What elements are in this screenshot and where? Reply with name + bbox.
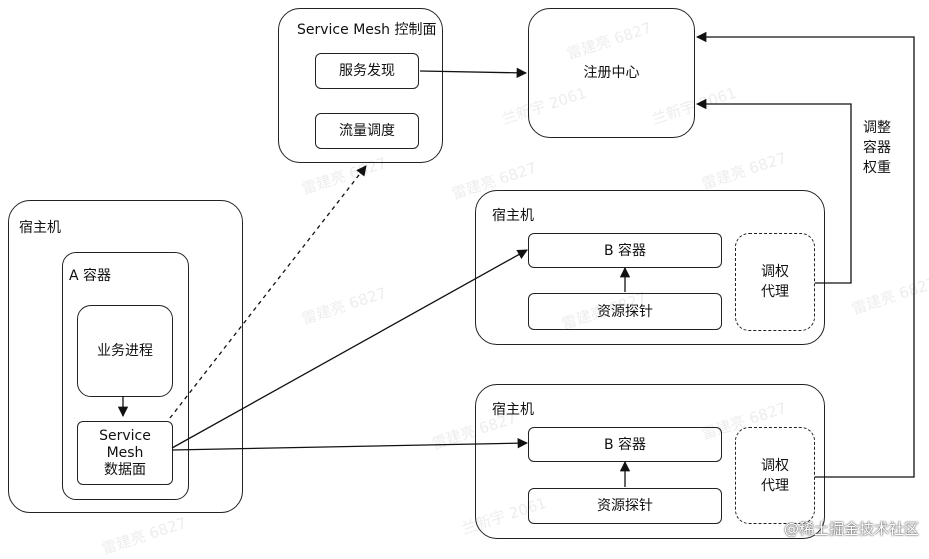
- weight-proxy-b1-box: 调权 代理: [735, 233, 815, 331]
- container-a-title: A 容器: [69, 268, 112, 284]
- registry-center-box: 注册中心: [528, 8, 695, 138]
- resource-probe-b1-box: 资源探针: [528, 293, 722, 330]
- container-a-box: A 容器 业务进程 Service Mesh 数据面: [62, 252, 189, 500]
- host-b1-box: 宿主机 B 容器 资源探针 调权 代理: [475, 190, 825, 345]
- traffic-scheduling-box: 流量调度: [315, 113, 419, 149]
- weight-proxy-b2-box: 调权 代理: [735, 427, 815, 524]
- host-a-title: 宿主机: [19, 220, 61, 236]
- watermark: 雷建亮 6827: [849, 273, 929, 319]
- watermark: 雷建亮 6827: [699, 148, 789, 194]
- footer-watermark: @稀土掘金技术社区: [783, 520, 919, 538]
- watermark: 雷建亮 6827: [99, 513, 189, 559]
- data-plane-box: Service Mesh 数据面: [77, 421, 173, 485]
- control-plane-box: Service Mesh 控制面 服务发现 流量调度: [278, 8, 443, 163]
- service-discovery-box: 服务发现: [315, 53, 419, 89]
- host-a-box: 宿主机 A 容器 业务进程 Service Mesh 数据面: [8, 200, 243, 513]
- host-b1-title: 宿主机: [492, 208, 534, 224]
- resource-probe-b2-box: 资源探针: [528, 488, 722, 524]
- container-b1-box: B 容器: [528, 233, 722, 268]
- container-b2-box: B 容器: [528, 427, 722, 462]
- control-plane-title: Service Mesh 控制面: [297, 22, 437, 38]
- watermark: 雷建亮 6827: [299, 283, 389, 329]
- adjust-weight-note: 调整 容器 权重: [863, 120, 891, 176]
- business-process-box: 业务进程: [77, 305, 173, 397]
